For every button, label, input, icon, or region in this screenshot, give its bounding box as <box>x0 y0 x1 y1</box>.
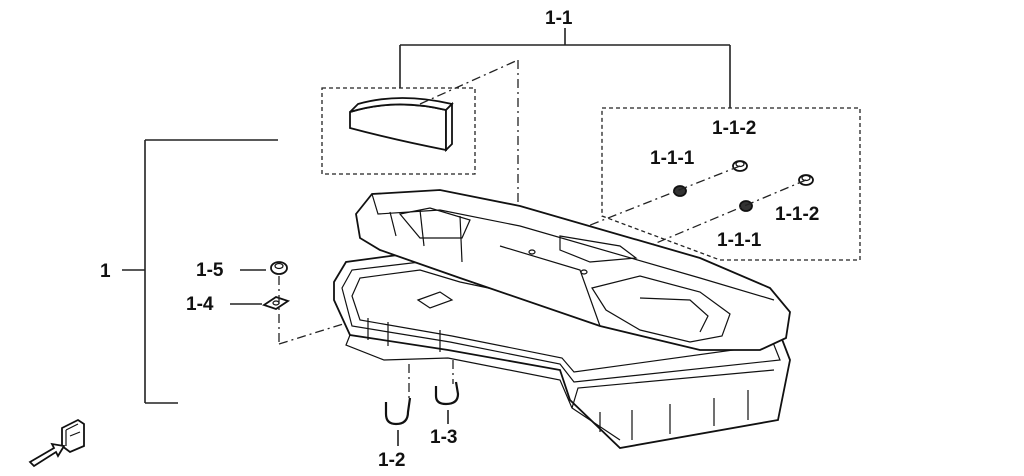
label-1-5: 1-5 <box>196 260 224 281</box>
storage-lid <box>355 189 791 351</box>
bracket-1-1 <box>399 28 731 108</box>
label-1-2: 1-2 <box>378 450 405 471</box>
front-direction-arrow-icon <box>28 418 85 468</box>
seal-detail-box <box>321 87 476 175</box>
label-1-1-1-top: 1-1-1 <box>650 148 695 169</box>
label-1-3: 1-3 <box>430 427 457 448</box>
label-1-1-2-bot: 1-1-2 <box>775 204 819 225</box>
leader-seal <box>419 59 519 105</box>
label-1-1-2-top: 1-1-2 <box>712 118 756 139</box>
label-1-1-1-bot: 1-1-1 <box>717 230 762 251</box>
hook-1-3 <box>434 381 460 406</box>
washer-1-1-1-bot <box>739 200 753 212</box>
label-1-4: 1-4 <box>186 294 214 315</box>
hook-1-2 <box>384 397 412 426</box>
bracket-1 <box>122 139 278 404</box>
grommet-1-5 <box>270 261 288 275</box>
seal-strip <box>349 97 454 153</box>
label-1: 1 <box>100 261 111 282</box>
clip-1-4 <box>261 296 291 310</box>
fastener-detail-box <box>601 107 861 261</box>
label-1-1: 1-1 <box>545 8 573 29</box>
